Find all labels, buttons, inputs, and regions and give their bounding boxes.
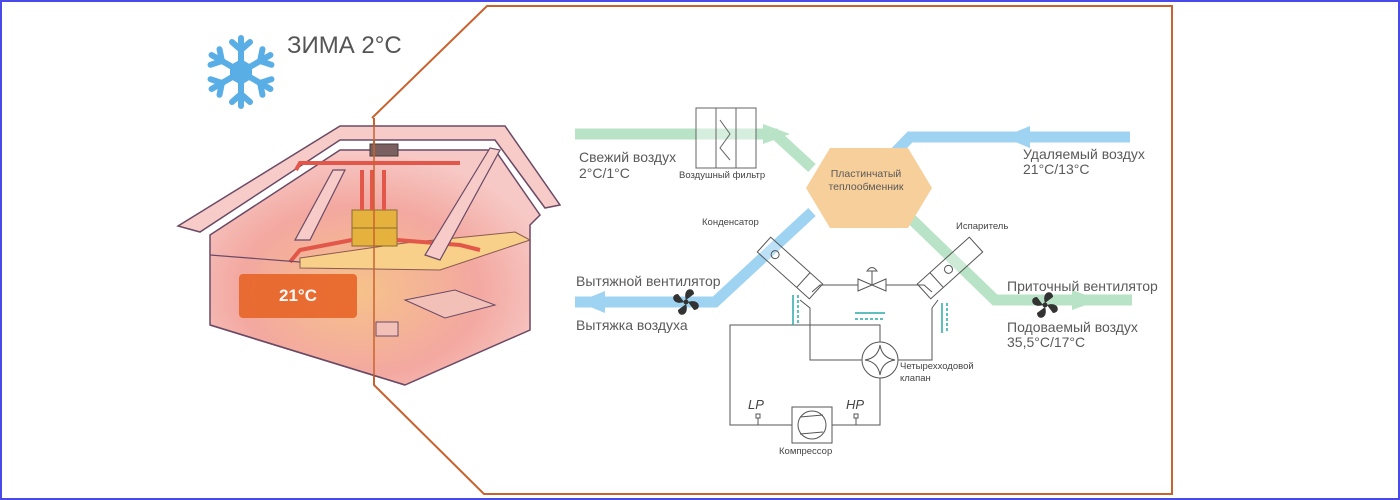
supply-fan-icon [1032,292,1058,318]
refrigerant-circuit [729,284,939,426]
high-pressure-label: HP [846,397,865,412]
low-pressure-label: LP [748,397,764,412]
house-roof [176,125,562,233]
refrigerant-flow-arrows [792,295,948,333]
air-filter-label: Воздушный фильтр [679,170,766,181]
condenser-label: Конденсатор [702,217,759,228]
supply-air-label: Подоваемый воздух [1007,319,1138,335]
supply-fan-label: Приточный вентилятор [1007,278,1158,294]
heat-exchanger [806,148,932,228]
compressor-label: Компрессор [779,446,833,457]
exhaust-out-label: Вытяжка воздуха [576,317,688,333]
condenser-icon [756,236,824,300]
evaporator-label: Испаритель [956,221,1009,232]
exhaust-fan-label: Вытяжной вентилятор [576,273,721,289]
four-way-valve-label-line2: клапан [900,373,931,384]
heat-exchanger-line2: теплообменник [828,180,904,193]
compressor-icon [791,406,833,444]
indoor-temperature-badge: 21°C [239,274,357,318]
expansion-valve-icon [857,267,887,292]
four-way-valve-label-line1: Четырехходовой [900,361,974,372]
evaporator-icon [916,236,984,300]
fresh-air-flow [575,124,1132,310]
season-label: ЗИМА 2°C [287,32,402,59]
air-filter-icon [695,107,757,169]
exhaust-fan-icon [673,289,699,315]
snowflake-icon [207,35,275,109]
house-illustration [176,125,562,386]
heat-exchanger-line1: Пластинчатый [830,168,902,180]
fresh-air-temperature: 2°C/1°C [579,165,630,181]
exhaust-air-in-label: Удаляемый воздух [1023,146,1145,162]
supply-air-temperature: 35,5°C/17°C [1007,334,1086,350]
fresh-air-label: Свежий воздух [579,149,677,165]
exhaust-air-in-temperature: 21°C/13°C [1023,161,1090,177]
four-way-valve-icon [861,341,899,379]
heat-exchanger-label: Пластинчатый теплообменник [806,168,926,193]
